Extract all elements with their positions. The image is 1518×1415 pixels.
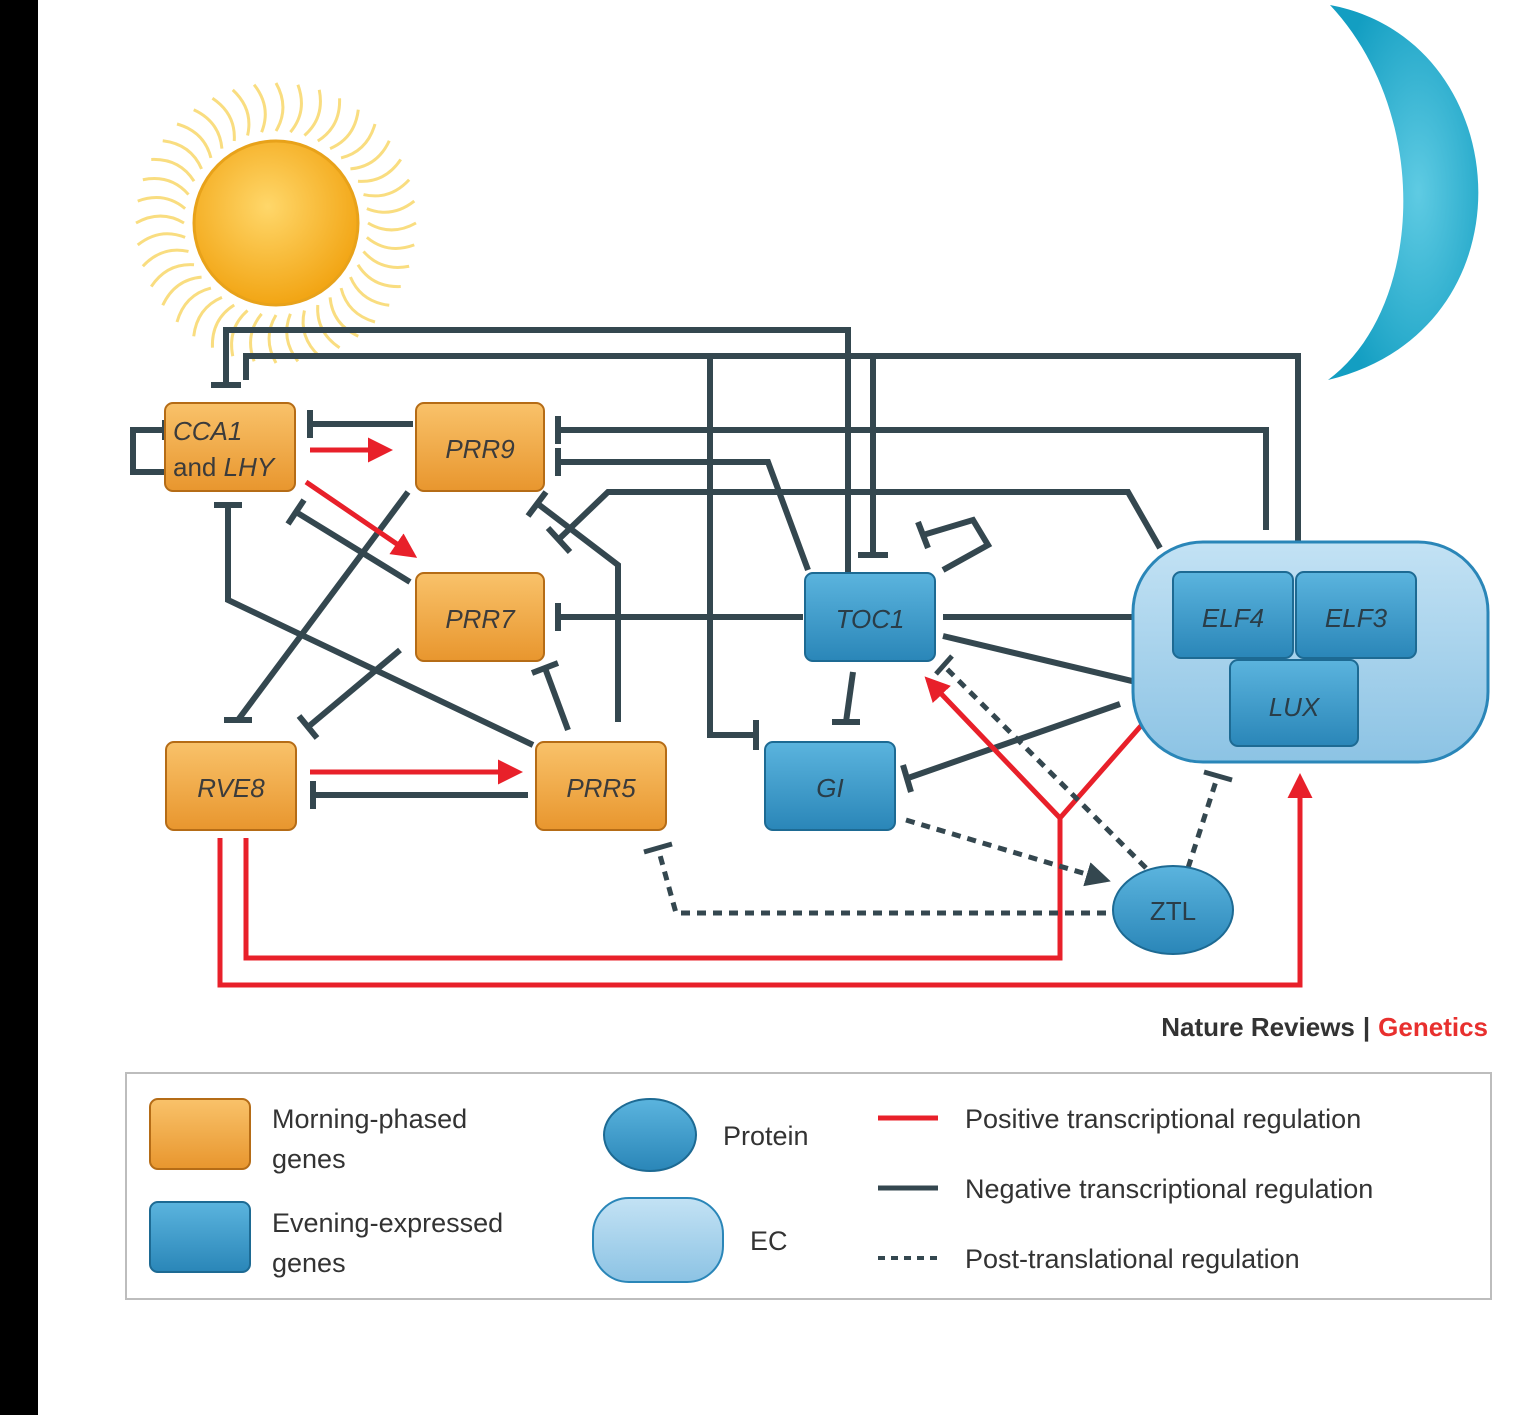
- node-gi-label: GI: [816, 773, 843, 803]
- sun-ray: [328, 297, 359, 338]
- node-ztl-label: ZTL: [1150, 896, 1196, 926]
- figure-canvas: CCA1 and LHY PRR9 PRR7 RVE8 PRR5 TOC1 GI…: [38, 0, 1518, 1415]
- sun-ray: [301, 310, 321, 358]
- sun-ray: [357, 158, 402, 183]
- node-prr9-label: PRR9: [445, 434, 514, 464]
- sun-ray: [316, 98, 342, 143]
- legend-ec-swatch: [592, 1197, 724, 1283]
- moon-icon: [1328, 5, 1479, 380]
- legend-morning-line2: genes: [272, 1144, 346, 1174]
- sun-ray: [274, 82, 285, 132]
- node-rve8: RVE8: [165, 741, 297, 831]
- sun-ray: [316, 304, 341, 349]
- sun-ray: [137, 196, 187, 210]
- sun-ray: [367, 221, 417, 232]
- legend: Morning-phased genes Evening-expressed g…: [125, 1072, 1492, 1300]
- negative-links: [130, 327, 1486, 809]
- sun-ray: [350, 140, 391, 171]
- sun-ray: [363, 178, 411, 198]
- legend-morning-swatch: [149, 1098, 251, 1170]
- sun-ray: [329, 109, 360, 150]
- sun-ray: [289, 84, 303, 134]
- node-cca1-lhy: CCA1 and LHY: [164, 402, 296, 492]
- sun-ray: [135, 214, 185, 225]
- credit-publisher: Nature Reviews: [1161, 1012, 1355, 1042]
- sun-ray: [193, 108, 224, 149]
- legend-evening-line2: genes: [272, 1248, 346, 1278]
- legend-ec-label: EC: [750, 1226, 788, 1256]
- sun-ray: [192, 296, 223, 337]
- sun-icon: [135, 82, 417, 364]
- sun-ray: [303, 89, 322, 137]
- node-prr9: PRR9: [415, 402, 545, 492]
- post-translational-links: [655, 663, 1221, 916]
- node-elf4-label: ELF4: [1202, 603, 1264, 633]
- positive-links: [217, 437, 1313, 988]
- node-ztl: ZTL: [1112, 865, 1234, 955]
- sun-ray: [252, 83, 267, 133]
- sun-ray: [356, 263, 401, 289]
- node-rve8-label: RVE8: [197, 773, 265, 803]
- sun-ray: [151, 157, 196, 183]
- publisher-credit: Nature Reviews|Genetics: [1161, 1012, 1488, 1043]
- node-lux: LUX: [1229, 659, 1359, 747]
- node-prr7-label: PRR7: [445, 604, 516, 634]
- sun-ray: [230, 309, 249, 357]
- sun-ray: [339, 287, 376, 324]
- sun-ray: [175, 286, 212, 323]
- sun-ray: [210, 303, 236, 348]
- node-lux-label: LUX: [1269, 692, 1321, 722]
- legend-protein-label: Protein: [723, 1121, 809, 1151]
- sun-ray: [362, 250, 410, 269]
- sun-ray: [161, 275, 202, 306]
- legend-negative-label: Negative transcriptional regulation: [965, 1174, 1373, 1204]
- sun-ray: [136, 232, 186, 247]
- legend-protein-swatch: [603, 1098, 697, 1172]
- sun-ray: [349, 276, 390, 307]
- legend-evening-line1: Evening-expressed: [272, 1208, 503, 1238]
- sun-ray: [365, 236, 415, 250]
- sun-ray: [162, 139, 203, 170]
- node-prr7: PRR7: [415, 572, 545, 662]
- node-prr5-label: PRR5: [566, 773, 636, 803]
- sun-ray: [176, 122, 213, 159]
- node-gi: GI: [764, 741, 896, 831]
- credit-journal: Genetics: [1378, 1012, 1488, 1042]
- sun-ray: [366, 199, 416, 214]
- node-prr5: PRR5: [535, 741, 667, 831]
- post-translational-tbars: [643, 654, 1233, 855]
- legend-morning-line1: Morning-phased: [272, 1104, 467, 1134]
- sun-ray: [231, 88, 251, 136]
- sun-ray: [211, 97, 236, 142]
- node-elf3: ELF3: [1295, 571, 1417, 659]
- node-elf4: ELF4: [1172, 571, 1294, 659]
- node-toc1: TOC1: [804, 572, 936, 662]
- sun-ray: [141, 248, 189, 268]
- clock-network-diagram: CCA1 and LHY PRR9 PRR7 RVE8 PRR5 TOC1 GI…: [125, 5, 1492, 1300]
- credit-separator: |: [1362, 1012, 1371, 1042]
- node-cca1-line1: CCA1: [173, 416, 242, 446]
- sun-ray: [340, 123, 377, 160]
- node-toc1-label: TOC1: [836, 604, 905, 634]
- sun-ray: [150, 263, 195, 288]
- legend-evening-swatch: [149, 1201, 251, 1273]
- sun-ray: [142, 177, 190, 196]
- legend-positive-label: Positive transcriptional regulation: [965, 1104, 1361, 1134]
- node-elf3-label: ELF3: [1325, 603, 1388, 633]
- node-cca1-line2: and LHY: [173, 452, 276, 482]
- legend-post-label: Post-translational regulation: [965, 1244, 1300, 1274]
